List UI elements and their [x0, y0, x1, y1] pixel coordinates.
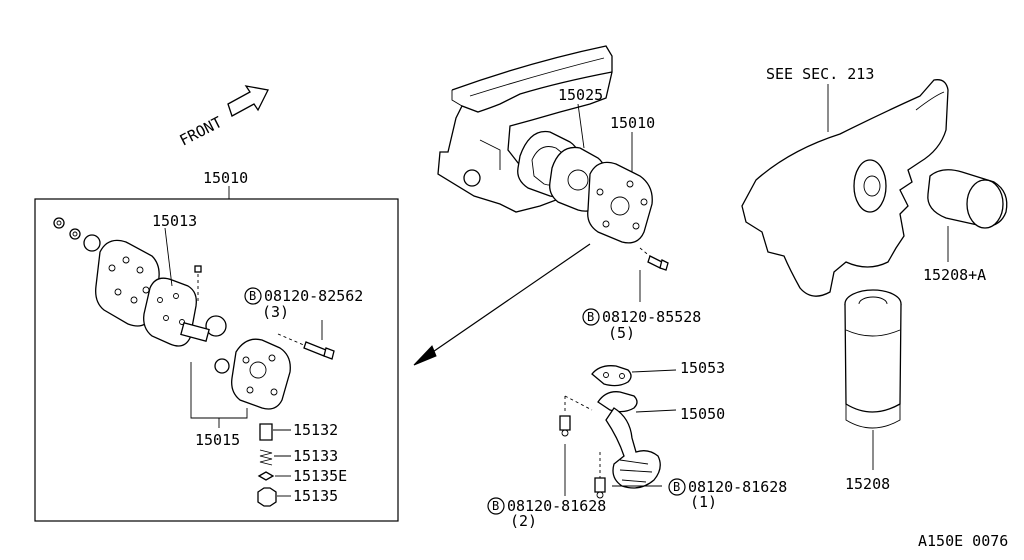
bolt-d-icon: [559, 415, 571, 431]
label-15050: 15050: [680, 405, 725, 423]
label-bolt-c-qty: (1): [690, 493, 717, 511]
label-08120-81628-b: 08120-81628: [507, 497, 606, 515]
filter-mount-icon: [853, 159, 887, 213]
oil-pump-assembly-box: 15010 15013 B 08120-82562: [34, 169, 399, 522]
gear-shaft-icon: [180, 322, 210, 342]
assembly-frame: [34, 198, 399, 522]
label-bolt-d-qty: (2): [510, 512, 537, 530]
front-indicator: FRONT: [177, 85, 269, 150]
engine-block: [437, 45, 613, 213]
label-15013: 15013: [152, 212, 197, 230]
oil-strainer-icon: [605, 407, 661, 489]
label-15135: 15135: [293, 487, 338, 505]
label-15135e: 15135E: [293, 467, 347, 485]
outer-gear-icon: [214, 358, 230, 374]
oil-pump-group: 15010 B 08120-85528 (5): [582, 114, 701, 342]
label-bolt-a-qty: (3): [262, 303, 289, 321]
bolt-marker-c: [668, 478, 686, 496]
label-15133: 15133: [293, 447, 338, 465]
label-15015: 15015: [195, 431, 240, 449]
plug-icon: [257, 487, 277, 507]
bolt-a-icon: [303, 341, 327, 357]
spring-icon: [259, 449, 273, 466]
label-08120-82562: 08120-82562: [264, 287, 363, 305]
nut-icon: [53, 217, 65, 229]
front-arrow-icon: [227, 85, 269, 117]
inner-gear-icon: [205, 315, 227, 337]
front-label: FRONT: [177, 113, 225, 150]
label-15053: 15053: [680, 359, 725, 377]
relief-valve-icon: [259, 423, 273, 441]
front-cover-icon: [231, 338, 291, 410]
label-15010-pump: 15010: [610, 114, 655, 132]
bolt-marker-a: [244, 287, 262, 305]
oil-pump-icon: [587, 161, 653, 244]
oil-filter-group: 15208: [844, 289, 902, 493]
bolt-marker-c-letter: B: [673, 480, 680, 494]
arrow-head-icon: [413, 345, 437, 366]
label-15208: 15208: [845, 475, 890, 493]
bolt-marker-d-letter: B: [492, 499, 499, 513]
filter-bracket-group: SEE SEC. 213: [741, 65, 949, 297]
label-08120-85528: 08120-85528: [602, 308, 701, 326]
label-15025: 15025: [558, 86, 603, 104]
bolt-marker-b-letter: B: [587, 310, 594, 324]
washer-15135e-icon: [257, 471, 275, 481]
bolt-c-icon: [594, 477, 606, 493]
drive-gear-icon: [83, 234, 101, 252]
label-see-sec-213: SEE SEC. 213: [766, 65, 874, 83]
label-15208-a: 15208+A: [923, 266, 986, 284]
oil-filter-a-group: 15208+A: [923, 169, 1008, 284]
label-15132: 15132: [293, 421, 338, 439]
filter-bracket-icon: [741, 79, 949, 297]
oil-filter-icon: [844, 303, 902, 413]
strainer-gasket-icon: [591, 365, 632, 387]
label-15010-assembly: 15010: [203, 169, 248, 187]
oil-strainer-group: 15053 15050 B 08120-81628 (1) B 08120-81…: [487, 359, 787, 530]
bolt-marker-a-letter: B: [249, 289, 256, 303]
washer-icon: [69, 228, 81, 240]
label-08120-81628-a: 08120-81628: [688, 478, 787, 496]
detail-arrow: [413, 243, 591, 366]
bolt-marker-d: [487, 497, 505, 515]
label-bolt-b-qty: (5): [608, 324, 635, 342]
bolt-marker-b: [582, 308, 600, 326]
drawing-code: A150E 0076: [918, 532, 1008, 550]
dowel-pin-icon: [194, 265, 202, 273]
